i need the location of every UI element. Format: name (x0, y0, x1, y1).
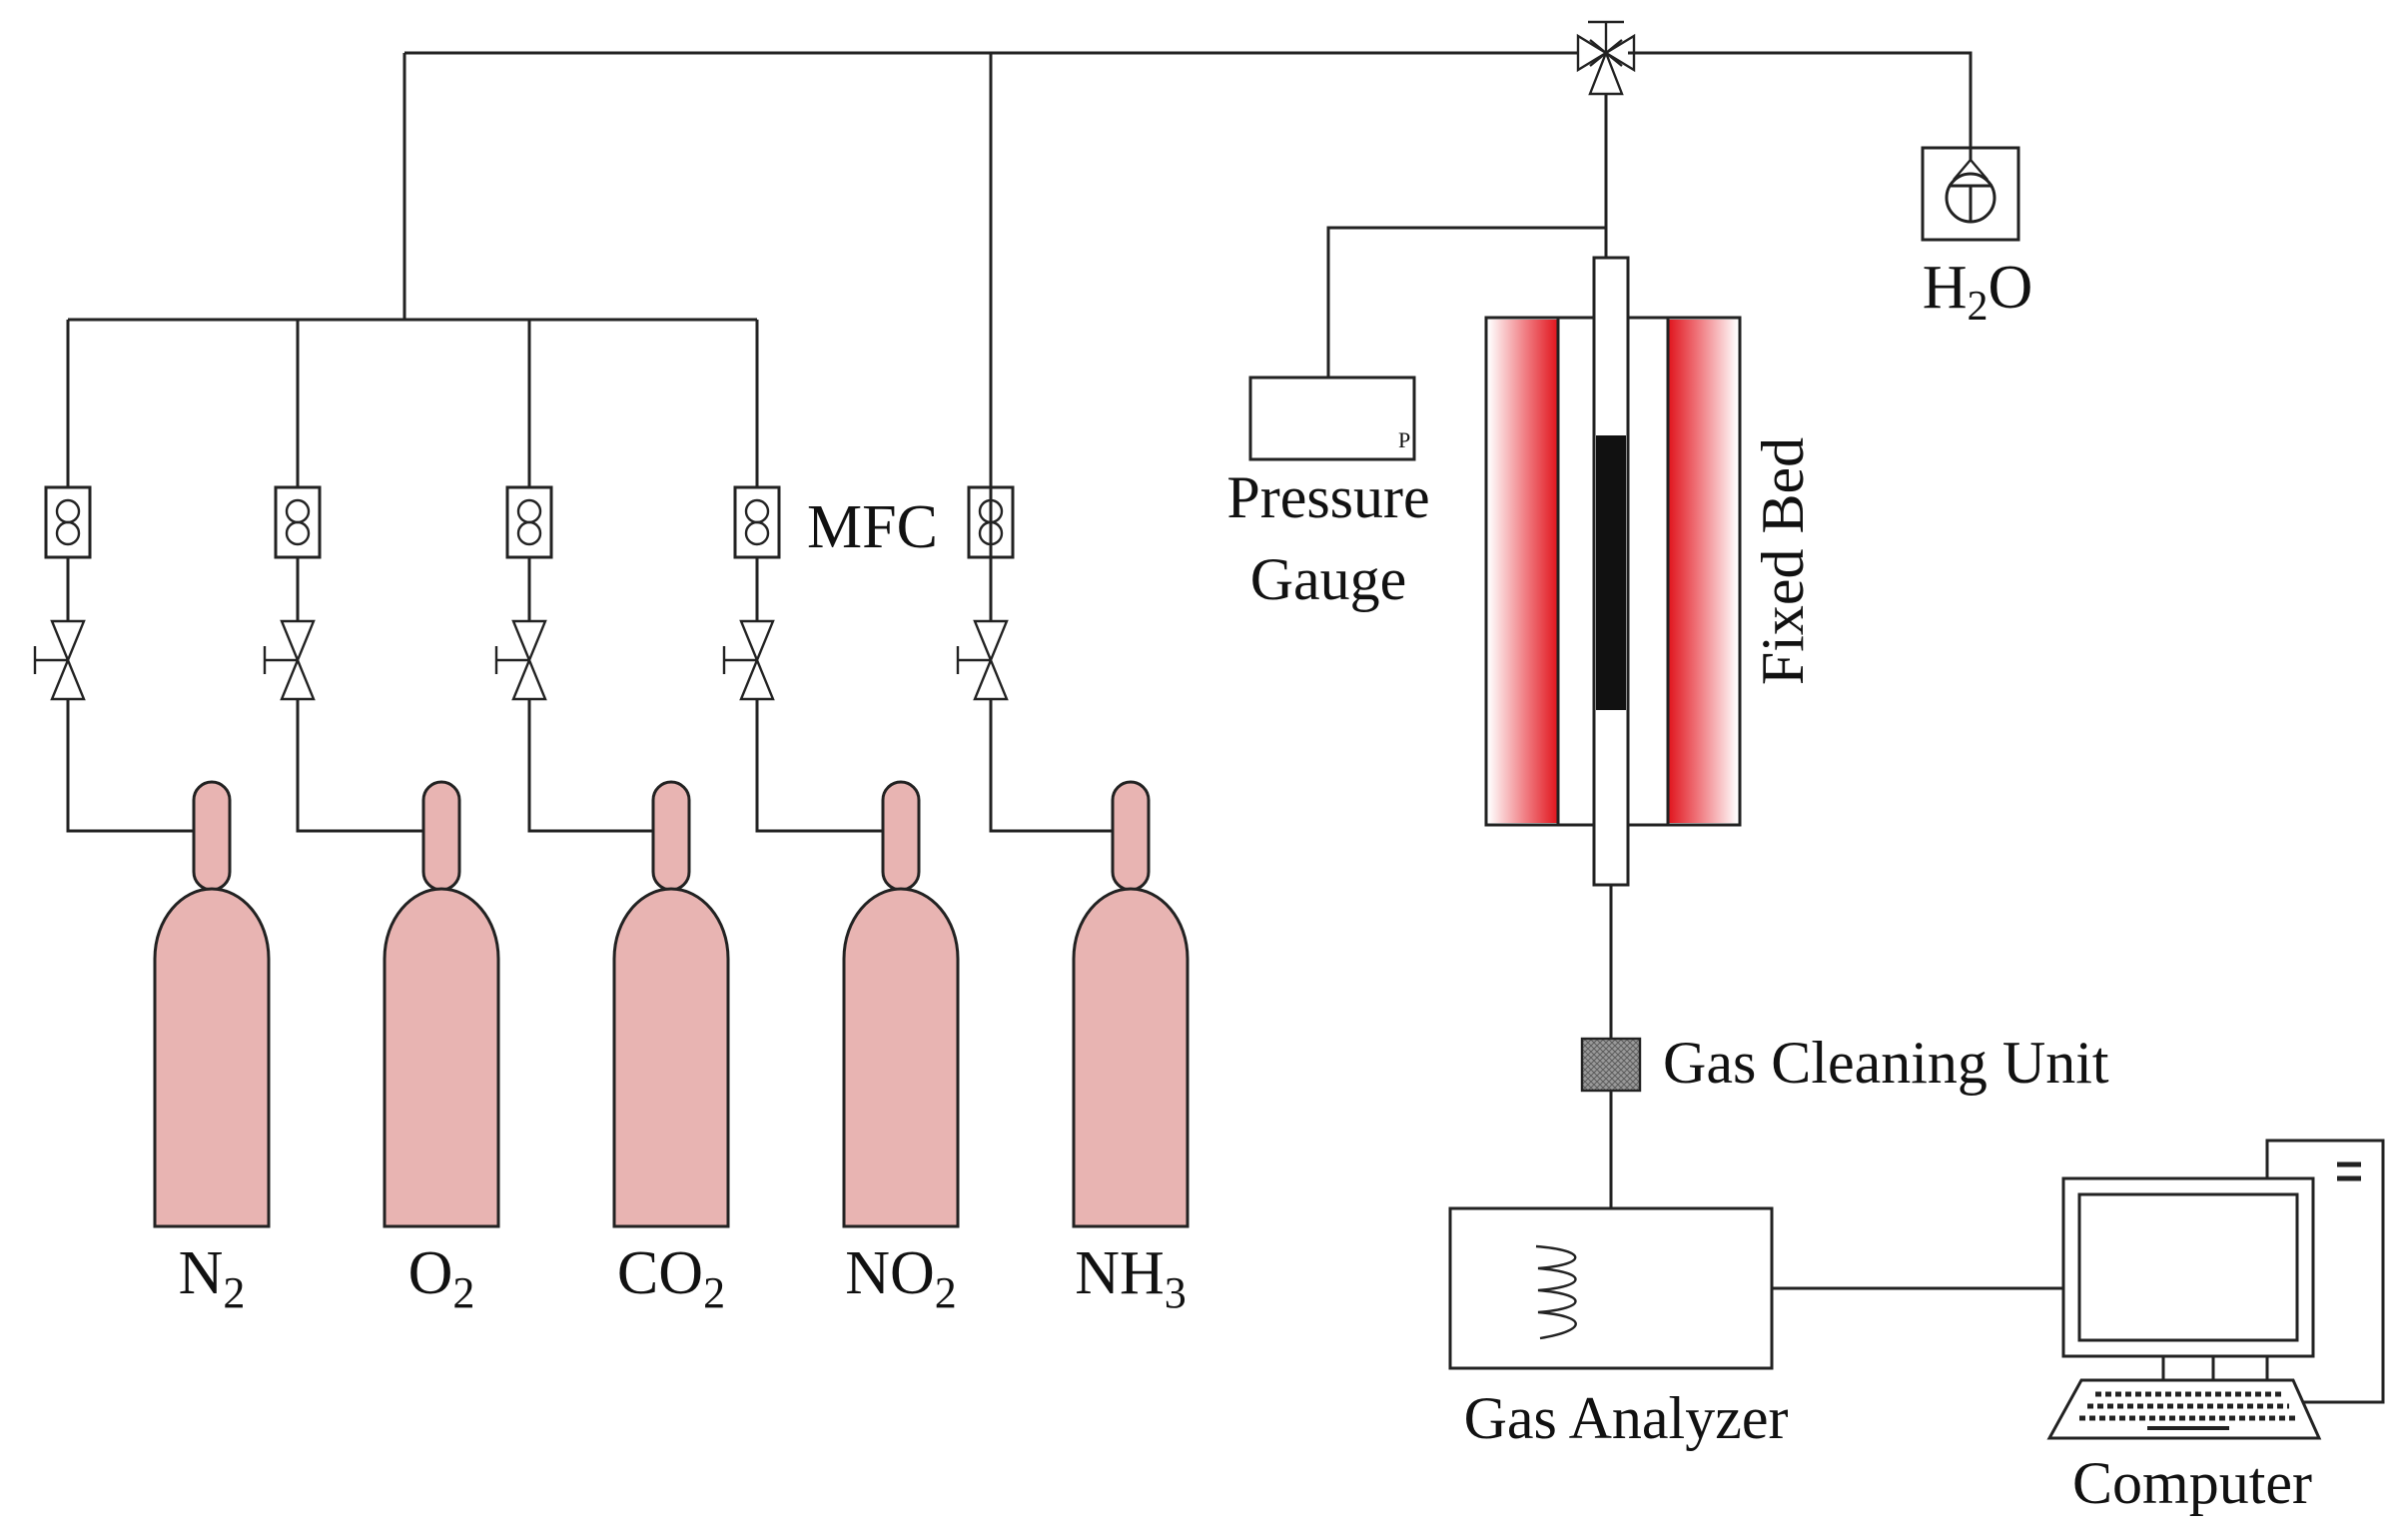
fixed-bed-label: Fixed Bed (1750, 437, 1816, 685)
mfc-icon (733, 485, 781, 559)
gas-cleaning-unit (1580, 1037, 1642, 1093)
cylinder-label-n2: N2 (179, 1239, 246, 1317)
mfc-icon (505, 485, 553, 559)
water-feed-icon (1921, 146, 2020, 242)
pressure-gauge-label-line1: Pressure (1226, 464, 1429, 530)
gas-cylinder-nh3 (1072, 780, 1190, 1228)
valve-icon (263, 619, 316, 701)
feed-line-5 (956, 485, 1114, 833)
computer-icon (2046, 1139, 2385, 1440)
cylinder-label-no2: NO2 (845, 1239, 957, 1317)
valve-icon (956, 619, 1009, 701)
gas-analyzer-label: Gas Analyzer (1464, 1385, 1789, 1451)
cylinder-label-o2: O2 (408, 1239, 475, 1317)
mfc-icon (274, 485, 322, 559)
feed-line-3 (494, 320, 654, 833)
pressure-gauge-label-line2: Gauge (1250, 546, 1407, 612)
mfc-icon (967, 485, 1015, 559)
pressure-gauge: P (1248, 226, 1606, 461)
catalyst-bed (1596, 435, 1626, 710)
cylinder-label-nh3: NH3 (1075, 1239, 1187, 1317)
gauge-mark: P (1398, 427, 1410, 452)
three-way-valve-icon (1576, 20, 1636, 96)
feed-line-1 (33, 320, 195, 833)
monitor-screen (2077, 1192, 2299, 1342)
valve-icon (722, 619, 775, 701)
gas-analyzer (1448, 1206, 1774, 1370)
mfc-label: MFC (807, 493, 938, 561)
analyzer-signal-icon (1535, 1244, 1577, 1340)
water-label: H2O (1923, 254, 2033, 330)
feed-line-2 (263, 320, 424, 833)
gas-cleaning-unit-label: Gas Cleaning Unit (1663, 1030, 2109, 1096)
gas-cylinder-n2 (153, 780, 271, 1228)
gas-cylinder-o2 (383, 780, 500, 1228)
fixed-bed-reactor (1484, 256, 1742, 887)
feed-line-4 (722, 320, 884, 833)
mfc-icon (44, 485, 92, 559)
supply-manifold (68, 51, 1973, 509)
valve-icon (494, 619, 547, 701)
gas-cylinder-no2 (842, 780, 960, 1228)
cylinder-label-co2: CO2 (617, 1239, 725, 1317)
gas-cylinder-co2 (612, 780, 730, 1228)
valve-icon (33, 619, 86, 701)
computer-label: Computer (2072, 1450, 2312, 1516)
